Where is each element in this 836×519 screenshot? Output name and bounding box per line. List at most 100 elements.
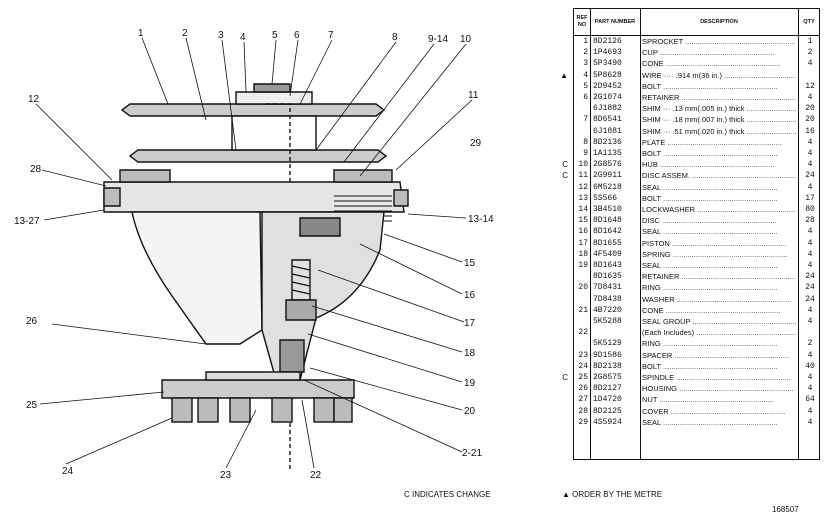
quantity: 4	[807, 93, 813, 102]
quantity: 4	[807, 182, 813, 192]
part-description: (Each Includes)	[642, 327, 796, 338]
callout-28: 28	[30, 164, 42, 175]
table-row: C102G8576HUB4	[562, 159, 819, 170]
table-row: 5K5129RING2	[574, 338, 819, 349]
table-row: 143B4510LOCKWASHER80	[574, 204, 819, 215]
quantity: 4	[807, 227, 813, 237]
part-number: 5P8628	[593, 70, 622, 80]
table-row: 135S566BOLT17	[574, 193, 819, 204]
header-qty: QTY	[803, 18, 815, 25]
callout-11: 11	[468, 90, 479, 101]
quantity: 12	[805, 81, 815, 91]
quantity: 4	[807, 249, 813, 259]
part-description: WIRE ···· .914 m(36 in.)	[642, 70, 796, 81]
quantity: 2	[807, 48, 813, 58]
callout-9-14: 9-14	[428, 34, 448, 45]
ref-number: 14	[578, 205, 588, 214]
part-number: 2G9911	[593, 171, 622, 181]
part-number: 5S566	[593, 193, 618, 203]
callout-22: 22	[310, 470, 322, 481]
part-description: CUP	[642, 47, 796, 58]
part-number: 6M5218	[593, 182, 622, 192]
part-number: 9D1586	[593, 350, 622, 360]
ref-number: 2	[583, 48, 588, 58]
part-number: 8D2136	[593, 137, 622, 147]
part-description: SEAL	[642, 226, 796, 237]
callout-18: 18	[464, 348, 476, 359]
part-description: DISC ASSEM.	[642, 170, 796, 181]
quantity: 4	[807, 384, 813, 394]
part-description: NUT	[642, 394, 796, 405]
quantity: 24	[805, 294, 815, 304]
part-number: 8D2127	[593, 384, 622, 394]
callout-13-27: 13-27	[14, 216, 40, 227]
table-row: 178D1655PISTON4	[574, 238, 819, 249]
drawing-number: 168507	[772, 505, 799, 514]
part-number: 1P4693	[593, 48, 622, 58]
quantity: 20	[805, 104, 815, 114]
part-description: HOUSING	[642, 383, 796, 394]
change-marker: C	[562, 171, 568, 181]
ref-number: 13	[578, 193, 588, 203]
part-number: 5K5129	[593, 339, 622, 349]
quantity: 16	[805, 126, 815, 136]
part-description: RETAINER	[642, 92, 796, 103]
quantity: 4	[807, 137, 813, 147]
part-description: LOCKWASHER	[642, 204, 796, 215]
part-number: 4F5409	[593, 249, 622, 259]
quantity: 40	[805, 361, 815, 371]
table-row: 2 1P4693 CUP 2	[574, 47, 819, 58]
ref-number: 18	[578, 249, 588, 259]
ref-number: 15	[578, 216, 588, 226]
sprocket	[120, 103, 386, 117]
table-row: 52D9452BOLT12	[574, 81, 819, 92]
column-rule	[590, 9, 591, 459]
table-row: 88D2136PLATE4	[574, 137, 819, 148]
table-row: 126M5218SEAL4	[574, 182, 819, 193]
ref-number: 9	[583, 149, 588, 158]
ref-number: 27	[578, 395, 588, 405]
quantity: 24	[805, 272, 815, 282]
table-row: 35P3490CONE4	[574, 58, 819, 69]
part-description: SHIM ··· .18 mm(.007 in.) thick	[642, 114, 796, 125]
callout-1: 1	[138, 28, 144, 39]
table-row: 168D1642SEAL4	[574, 226, 819, 237]
part-number: 2G8576	[593, 160, 622, 170]
part-description: SEAL	[642, 260, 796, 271]
column-rule	[798, 9, 799, 459]
table-row: 62G1074RETAINER4	[574, 92, 819, 103]
ref-number: 5	[583, 81, 588, 91]
callout-16: 16	[464, 290, 476, 301]
callout-25: 25	[26, 400, 38, 411]
part-number: 6J1882	[593, 104, 622, 114]
callout-2-21: 2-21	[462, 448, 482, 459]
part-number: 8D6541	[593, 115, 622, 125]
header-description: DESCRIPTION	[700, 18, 738, 25]
ref-number: 21	[578, 305, 588, 315]
callout-23: 23	[220, 470, 232, 481]
quantity: 24	[805, 283, 815, 293]
change-marker: C	[562, 160, 568, 170]
part-number: 8D1655	[593, 238, 622, 248]
header-ref: REF NO	[576, 15, 588, 28]
change-note: C INDICATES CHANGE	[404, 490, 491, 499]
table-row: 22(Each Includes)	[574, 327, 819, 338]
table-row: 294S5924SEAL4	[574, 417, 819, 428]
table-row: 198D1643SEAL4	[574, 260, 819, 271]
part-number: 5P3490	[593, 59, 622, 69]
ref-number: 17	[578, 238, 588, 248]
ref-number: 12	[578, 182, 588, 192]
part-description: HUB	[642, 159, 796, 170]
part-description: SPRING	[642, 249, 796, 260]
quantity: 24	[805, 171, 815, 181]
part-description: BOLT	[642, 148, 796, 159]
part-number: 8D2126	[593, 37, 622, 46]
part-number: 2G8575	[593, 373, 622, 382]
quantity: 4	[807, 373, 813, 382]
part-description: SPINDLE	[642, 372, 796, 383]
callout-26: 26	[26, 316, 38, 327]
